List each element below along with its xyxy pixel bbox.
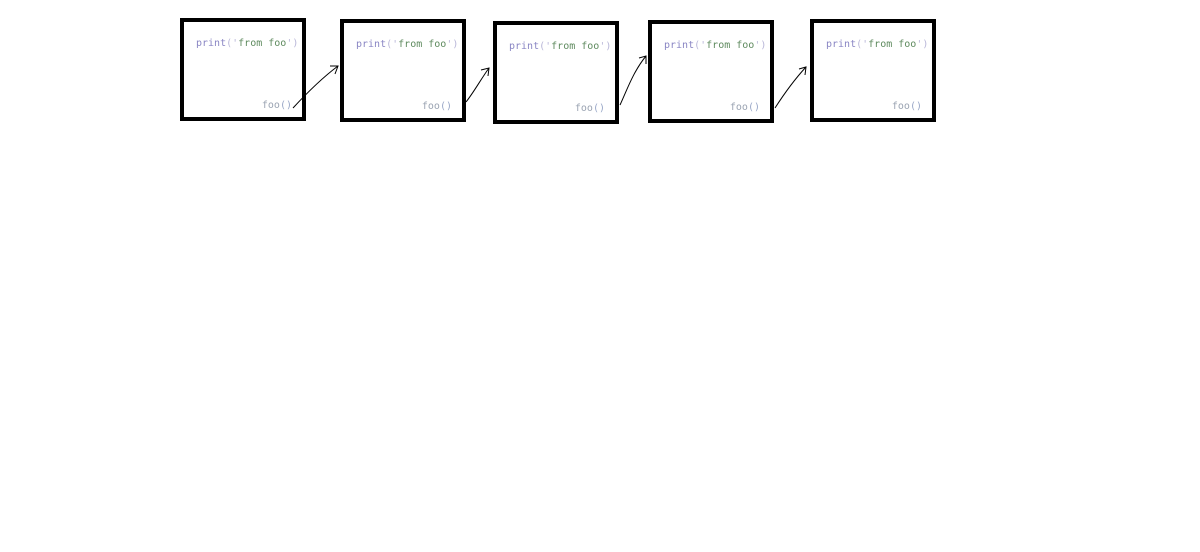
call-paren: () (592, 103, 605, 114)
function-call: foo() (892, 101, 922, 112)
string-literal: from foo (398, 39, 447, 50)
call-name: foo (891, 101, 910, 112)
print-keyword: print (356, 39, 387, 50)
close-quote-paren: ') (754, 40, 767, 51)
string-literal: from foo (706, 40, 755, 51)
call-name: foo (261, 100, 280, 111)
call-paren: () (439, 101, 452, 112)
call-paren: () (909, 101, 922, 112)
code-box-3: print('from foo') foo() (493, 21, 619, 124)
call-paren: () (279, 100, 292, 111)
open-paren-quote: (' (539, 41, 552, 52)
call-name: foo (421, 101, 440, 112)
open-paren-quote: (' (226, 38, 239, 49)
close-quote-paren: ') (599, 41, 612, 52)
print-keyword: print (664, 40, 695, 51)
code-box-2: print('from foo') foo() (340, 19, 466, 122)
close-quote-paren: ') (446, 39, 459, 50)
print-keyword: print (509, 41, 540, 52)
string-literal: from foo (551, 41, 600, 52)
code-box-4: print('from foo') foo() (648, 20, 774, 123)
string-literal: from foo (238, 38, 287, 49)
close-quote-paren: ') (916, 39, 929, 50)
code-box-5: print('from foo') foo() (810, 19, 936, 122)
string-literal: from foo (868, 39, 917, 50)
call-name: foo (729, 102, 748, 113)
open-paren-quote: (' (856, 39, 869, 50)
call-paren: () (747, 102, 760, 113)
call-name: foo (574, 103, 593, 114)
function-call: foo() (575, 103, 605, 114)
open-paren-quote: (' (694, 40, 707, 51)
print-statement: print('from foo') (196, 38, 298, 49)
open-paren-quote: (' (386, 39, 399, 50)
print-statement: print('from foo') (509, 41, 611, 52)
print-keyword: print (196, 38, 227, 49)
code-box-1: print('from foo') foo() (180, 18, 306, 121)
print-statement: print('from foo') (826, 39, 928, 50)
print-keyword: print (826, 39, 857, 50)
function-call: foo() (422, 101, 452, 112)
print-statement: print('from foo') (664, 40, 766, 51)
close-quote-paren: ') (286, 38, 299, 49)
print-statement: print('from foo') (356, 39, 458, 50)
function-call: foo() (730, 102, 760, 113)
function-call: foo() (262, 100, 292, 111)
